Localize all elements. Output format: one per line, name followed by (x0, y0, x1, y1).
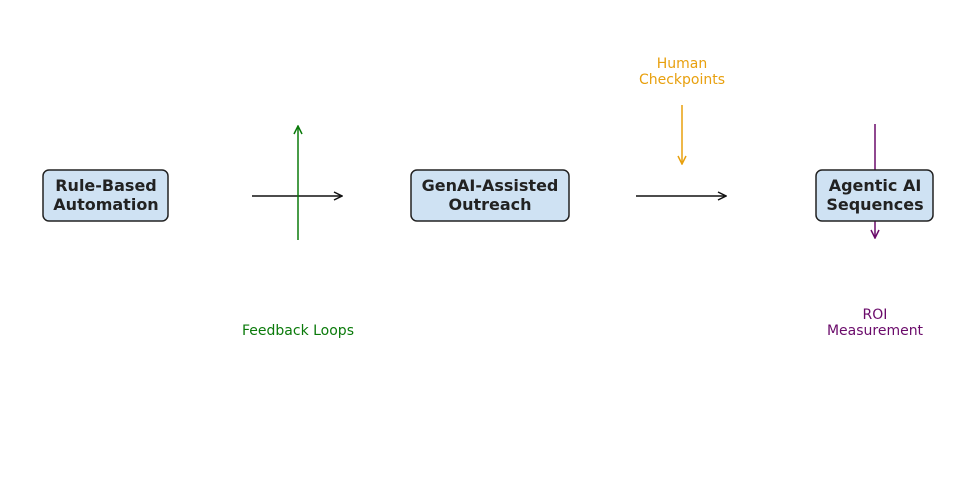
node-agentic-ai-sequences: Agentic AI Sequences (815, 169, 934, 222)
node-rule-based-line1: Rule-Based (55, 176, 157, 195)
roi-measurement-label-line1: ROI (863, 307, 888, 323)
node-agentic-line2: Sequences (826, 195, 923, 214)
node-genai-line1: GenAI-Assisted (422, 176, 559, 195)
node-rule-based-line2: Automation (53, 195, 158, 214)
roi-measurement-label-line2: Measurement (827, 323, 924, 339)
node-agentic-line1: Agentic AI (829, 176, 922, 195)
node-rule-based-automation: Rule-Based Automation (42, 169, 169, 222)
feedback-loops-label: Feedback Loops (242, 323, 354, 339)
node-genai-assisted-outreach: GenAI-Assisted Outreach (410, 169, 570, 222)
human-checkpoints-label-line2: Checkpoints (639, 72, 725, 88)
node-genai-line2: Outreach (448, 195, 531, 214)
human-checkpoints-label-line1: Human (657, 56, 708, 72)
